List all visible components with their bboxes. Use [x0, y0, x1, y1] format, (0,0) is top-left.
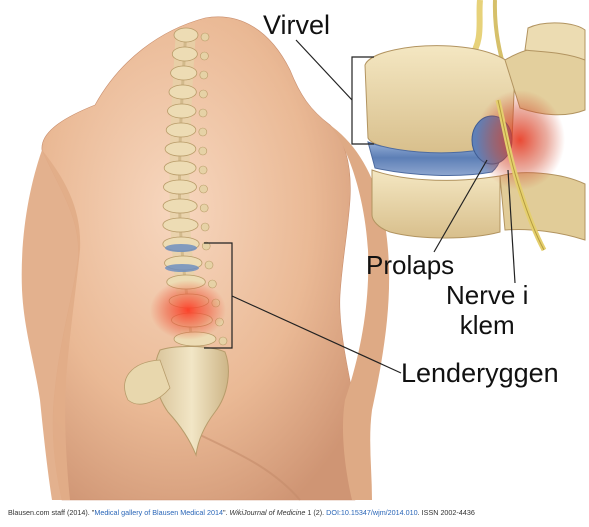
transverse-process [200, 52, 208, 60]
transverse-process [199, 128, 207, 136]
label-pinched-nerve-line1: Nerve i [446, 281, 528, 311]
vertebra-segment [166, 123, 196, 137]
vertebra-segment [163, 199, 197, 213]
citation-journal: WikiJournal of Medicine [230, 508, 306, 517]
citation-issn: . ISSN 2002-4436 [418, 508, 475, 517]
transverse-process [199, 90, 207, 98]
transverse-process [199, 166, 207, 174]
transverse-process [205, 261, 213, 269]
vertebra-segment [168, 104, 197, 118]
citation-doi-link[interactable]: DOI:10.15347/wjm/2014.010 [326, 508, 418, 517]
vertebra-segment [164, 180, 197, 194]
vertebra-segment [163, 218, 198, 232]
label-vertebra: Virvel [263, 11, 330, 39]
label-pinched-nerve-line2: klem [446, 311, 528, 341]
vertebra-segment [172, 47, 197, 61]
label-prolapse: Prolaps [366, 252, 454, 279]
vertebra-segment [165, 142, 196, 156]
label-lumbar-spine: Lenderyggen [401, 359, 559, 387]
transverse-process [200, 71, 208, 79]
pain-glow [150, 280, 226, 340]
label-pinched-nerve: Nerve i klem [446, 281, 528, 341]
transverse-process [200, 185, 208, 193]
vertebra-segment [171, 66, 197, 80]
vertebra-segment [164, 161, 196, 175]
transverse-process [200, 204, 208, 212]
transverse-process [199, 147, 207, 155]
vertebra-segment [169, 85, 196, 99]
virvel-leader-line [296, 40, 352, 100]
vertebra-inset [365, 0, 585, 250]
transverse-process [201, 33, 209, 41]
vertebra-segment [174, 28, 198, 42]
citation: Blausen.com staff (2014). "Medical galle… [8, 508, 584, 517]
citation-title-link[interactable]: Medical gallery of Blausen Medical 2014 [94, 508, 223, 517]
citation-volume: 1 (2). [305, 508, 326, 517]
transverse-process [201, 223, 209, 231]
transverse-process [219, 337, 227, 345]
transverse-process [199, 109, 207, 117]
citation-authors: Blausen.com staff (2014). " [8, 508, 94, 517]
